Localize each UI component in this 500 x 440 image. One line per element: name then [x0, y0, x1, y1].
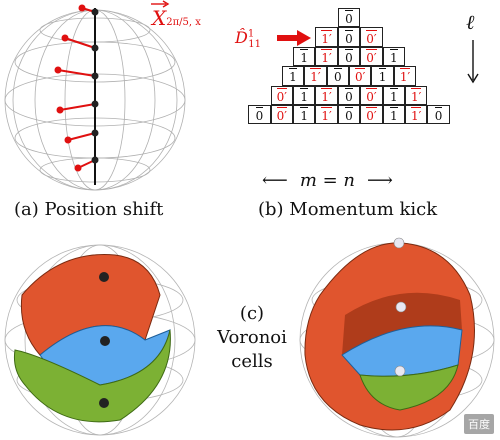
grid-cell: 0 — [326, 66, 349, 86]
caption-b: (b) Momentum kick — [258, 199, 438, 220]
grid-cell-value: 0 — [345, 48, 353, 65]
vector-arrow-icon — [151, 0, 170, 8]
voronoi-label-line2: cells — [231, 351, 273, 372]
grid-cell-value: 0 — [255, 107, 264, 124]
grid-cell-value: 0 — [345, 107, 353, 124]
grid-cell-value: 1 — [289, 68, 297, 85]
grid-cell-value: 0′ — [366, 48, 377, 65]
voronoi-sphere-right — [299, 237, 495, 438]
grid-cell: 1′ — [315, 105, 338, 125]
grid-cell: 0′ — [349, 66, 372, 86]
grid-cell-value: 1′ — [321, 107, 333, 124]
voronoi-sphere-left — [4, 244, 196, 436]
grid-cell-value: 0′ — [355, 68, 366, 85]
grid-cell: 1′ — [304, 66, 327, 86]
grid-cell-value: 0 — [345, 87, 353, 104]
grid-cell: 1 — [281, 66, 305, 86]
momentum-operator-label: D̂111 — [235, 28, 261, 51]
caption-a: (a) Position shift — [14, 199, 164, 220]
axis-ell-label: ℓ — [466, 10, 475, 34]
grid-cell-value: 1 — [300, 87, 309, 104]
grid-cell: 1 — [293, 46, 316, 67]
grid-cell-value: 1 — [389, 107, 398, 124]
position-shift-operator: X 2π/5, x — [151, 0, 201, 30]
grid-cell: 1 — [382, 85, 405, 105]
axis-m-row: ⟵ m = n ⟶ — [262, 170, 393, 191]
grid-cell-value: 0′ — [276, 107, 288, 124]
grid-cell: 1′ — [405, 105, 428, 125]
grid-cell-value: 1 — [378, 68, 387, 85]
grid-cell: 0 — [337, 105, 361, 125]
grid-cell-value: 0′ — [366, 87, 377, 104]
grid-cell-value: 1′ — [321, 29, 333, 46]
right-arrow-icon: ⟶ — [367, 170, 393, 191]
down-arrow-icon — [467, 40, 479, 84]
grid-cell: 0′ — [360, 85, 383, 105]
grid-cell: 1 — [293, 105, 316, 125]
grid-cell: 0 — [337, 8, 361, 28]
voronoi-label-panel: (c) — [239, 303, 265, 324]
grid-cell: 1 — [293, 85, 316, 105]
grid-cell-value: 0 — [345, 10, 353, 27]
grid-cell: 0 — [427, 105, 450, 125]
grid-cell: 0′ — [270, 105, 293, 125]
kick-arrow-icon — [277, 30, 311, 46]
grid-cell-value: 1′ — [399, 68, 411, 85]
grid-cell-value: 1′ — [321, 48, 333, 65]
position-shift-sphere — [4, 4, 186, 191]
grid-cell: 0′ — [270, 85, 293, 105]
grid-cell-value: 0 — [434, 107, 443, 124]
grid-cell-value: 1 — [300, 107, 309, 124]
grid-cell-value: 1 — [389, 48, 398, 65]
grid-cell-value: 0′ — [366, 107, 377, 124]
grid-cell: 0 — [248, 105, 271, 125]
grid-cell-value: 1′ — [310, 68, 321, 85]
grid-cell: 1′ — [315, 27, 338, 47]
grid-cell: 1′ — [393, 66, 417, 86]
grid-cell: 1 — [371, 66, 394, 86]
grid-cell: 1′ — [315, 46, 338, 67]
voronoi-label-line1: Voronoi — [217, 327, 287, 348]
axis-m-label: m = n — [299, 170, 355, 191]
grid-cell-value: 0′ — [366, 29, 377, 46]
grid-cell: 1 — [382, 46, 405, 67]
grid-cell: 0 — [337, 27, 361, 47]
grid-cell: 0′ — [360, 46, 383, 67]
grid-cell-value: 1 — [300, 48, 309, 65]
grid-cell: 0′ — [360, 27, 383, 47]
grid-cell: 0 — [337, 46, 361, 67]
voronoi-label: (c) Voronoi cells — [212, 302, 292, 374]
grid-cell: 0′ — [360, 105, 383, 125]
grid-cell-value: 1 — [389, 87, 398, 104]
grid-cell: 1′ — [405, 85, 428, 105]
grid-cell-value: 1′ — [411, 87, 422, 104]
grid-cell: 0 — [337, 85, 361, 105]
grid-cell-value: 1′ — [411, 107, 422, 124]
grid-cell-value: 0 — [333, 68, 342, 85]
grid-cell: 1 — [382, 105, 405, 125]
left-arrow-icon: ⟵ — [262, 170, 288, 191]
grid-cell: 1′ — [315, 85, 338, 105]
grid-cell-value: 1′ — [321, 87, 333, 104]
watermark: 百度 — [464, 414, 494, 434]
grid-cell-value: 0′ — [276, 87, 288, 104]
grid-cell-value: 0 — [345, 29, 353, 46]
